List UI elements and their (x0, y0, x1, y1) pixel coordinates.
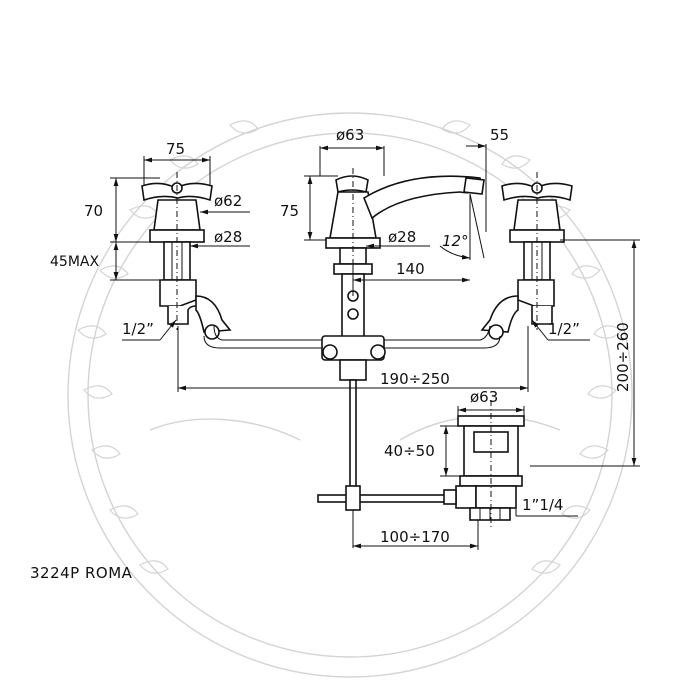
dim-total-height: 200÷260 (614, 322, 632, 392)
dim-handle-height: 70 (84, 202, 103, 220)
dim-thread-left: 1/2” (122, 320, 154, 338)
dim-thread-right: 1/2” (548, 320, 580, 338)
right-tap (480, 182, 573, 340)
dim-waste-dia: ø63 (470, 388, 498, 406)
dim-spout-height: 75 (280, 202, 299, 220)
dim-waste-height: 40÷50 (384, 442, 435, 460)
dim-reach: 140 (396, 260, 425, 278)
dim-handle-dia: ø62 (214, 192, 242, 210)
dim-stem-dia-left: ø28 (214, 228, 242, 246)
waste-fitting (443, 415, 525, 521)
centre-lines (176, 168, 538, 528)
dim-centres: 190÷250 (380, 370, 450, 388)
dim-max-height: 45MAX (50, 254, 99, 270)
dim-waste-thread: 1”1/4 (522, 496, 563, 514)
dimension-lines (110, 143, 640, 550)
pipework (203, 325, 501, 548)
dim-stem-dia-centre: ø28 (388, 228, 416, 246)
dim-angle: 12° (442, 232, 469, 250)
dim-rod-length: 100÷170 (380, 528, 450, 546)
dim-spout-dia: ø63 (336, 126, 364, 144)
centre-spout (325, 175, 485, 345)
model-caption: 3224P ROMA (30, 564, 133, 582)
dim-spout-offset: 55 (490, 126, 509, 144)
dim-handle-width: 75 (166, 140, 185, 158)
